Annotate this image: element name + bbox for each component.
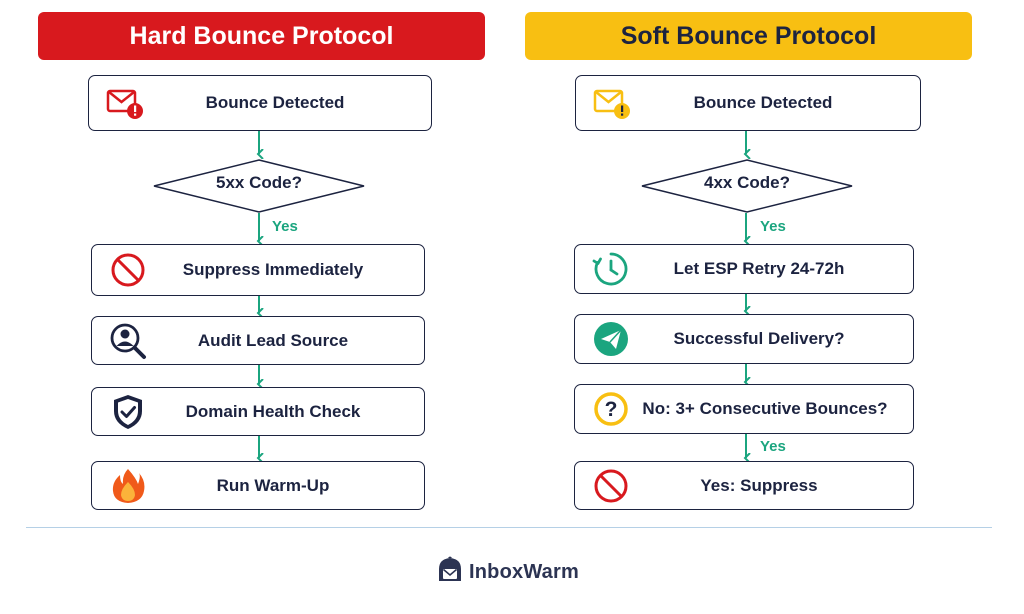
paper-plane-icon	[591, 319, 631, 359]
no-entry-icon	[108, 250, 148, 290]
brand-name: InboxWarm	[469, 560, 579, 583]
hard-step-2-label: Audit Lead Source	[197, 330, 349, 350]
soft-yes2-label: Yes	[760, 438, 786, 455]
hard-bounce-header: Hard Bounce Protocol	[38, 12, 485, 60]
soft-step-delivery: Successful Delivery?	[574, 314, 914, 364]
user-search-icon	[108, 321, 148, 361]
hard-step-4-label: Run Warm-Up	[216, 475, 330, 495]
soft-bounce-header: Soft Bounce Protocol	[525, 12, 972, 60]
soft-step-retry: Let ESP Retry 24-72h	[574, 244, 914, 294]
soft-yes-label: Yes	[760, 218, 786, 235]
hard-decision-label: 5xx Code?	[216, 173, 302, 192]
hard-step-audit: Audit Lead Source	[91, 316, 425, 365]
mail-hood-logo-icon	[435, 555, 465, 590]
brand-logo: InboxWarm	[435, 555, 579, 590]
shield-check-icon	[108, 392, 148, 432]
envelope-alert-red-icon	[105, 83, 145, 123]
question-icon: ?	[591, 389, 631, 429]
soft-step-2-label: Successful Delivery?	[673, 329, 845, 348]
hard-detect-label: Bounce Detected	[205, 93, 345, 112]
soft-step-3-label: No: 3+ Consecutive Bounces?	[642, 399, 888, 418]
svg-text:?: ?	[605, 398, 618, 421]
flame-icon	[108, 466, 148, 506]
hard-decision-diamond: 5xx Code?	[152, 159, 366, 213]
soft-decision-label: 4xx Code?	[704, 173, 790, 192]
clock-refresh-icon	[591, 249, 631, 289]
soft-step-1-label: Let ESP Retry 24-72h	[673, 259, 845, 278]
hard-step-suppress: Suppress Immediately	[91, 244, 425, 296]
soft-step-suppress: Yes: Suppress	[574, 461, 914, 510]
hard-bounce-detected-box: Bounce Detected	[88, 75, 432, 131]
hard-step-domain: Domain Health Check	[91, 387, 425, 436]
hard-step-3-label: Domain Health Check	[185, 401, 361, 421]
soft-decision-diamond: 4xx Code?	[640, 159, 854, 213]
envelope-alert-yellow-icon	[592, 83, 632, 123]
hard-yes-label: Yes	[272, 218, 298, 235]
soft-step-consecutive: ? No: 3+ Consecutive Bounces?	[574, 384, 914, 434]
no-entry-icon	[591, 466, 631, 506]
hard-step-warmup: Run Warm-Up	[91, 461, 425, 510]
soft-detect-label: Bounce Detected	[693, 93, 833, 112]
soft-bounce-detected-box: Bounce Detected	[575, 75, 921, 131]
hard-step-1-label: Suppress Immediately	[182, 260, 364, 279]
soft-step-4-label: Yes: Suppress	[700, 475, 818, 495]
footer-divider	[26, 527, 992, 528]
